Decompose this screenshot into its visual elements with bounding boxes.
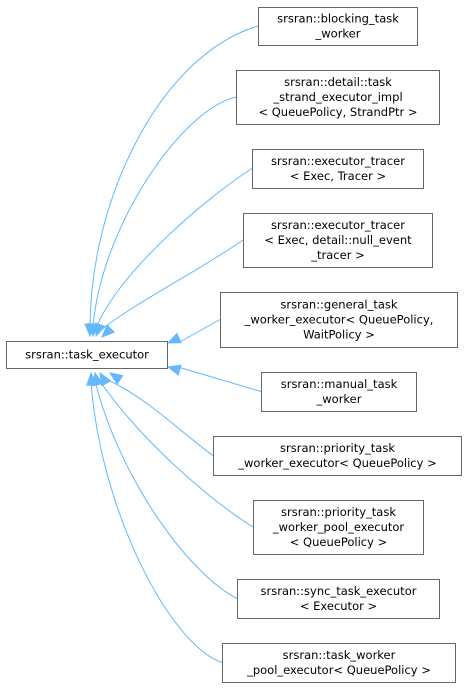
node-blocking_task_worker-label-line: srsran::blocking_task <box>277 12 399 26</box>
edge-manual_task_worker <box>177 366 262 392</box>
edge-executor_tracer_null_event <box>101 239 244 330</box>
node-general_task_worker_executor-label-line: WaitPolicy > <box>303 328 375 342</box>
edge-priority_task_worker_executor <box>109 380 214 456</box>
edge-sync_task_executor <box>94 380 238 599</box>
node-sync_task_executor[interactable]: srsran::sync_task_executor< Executor > <box>237 579 440 619</box>
node-task_executor-box <box>6 341 168 369</box>
class-nodes: srsran::task_executor srsran::blocking_ta… <box>6 7 462 683</box>
node-executor_tracer_exec_tracer[interactable]: srsran::executor_tracer< Exec, Tracer > <box>252 149 424 189</box>
node-priority_task_worker_pool_executor[interactable]: srsran::priority_task_worker_pool_execut… <box>253 500 424 555</box>
node-priority_task_worker_pool_executor-label-line: _worker_pool_executor <box>272 520 405 534</box>
node-task_worker_pool_executor-label-line: _pool_executor< QueuePolicy > <box>246 663 431 677</box>
edge-task_strand_executor_impl <box>92 96 237 329</box>
node-manual_task_worker-label-line: _worker <box>316 392 362 406</box>
node-executor_tracer_null_event-label-line: srsran::executor_tracer <box>271 218 405 232</box>
arrowhead-general_task_worker_executor <box>166 332 182 344</box>
node-sync_task_executor-label-line: srsran::sync_task_executor <box>261 584 417 598</box>
edge-blocking_task_worker <box>89 25 259 329</box>
node-task_strand_executor_impl-box <box>236 70 440 125</box>
node-executor_tracer_null_event-label-line: _tracer > <box>310 248 364 262</box>
node-priority_task_worker_pool_executor-label-line: < QueuePolicy > <box>290 535 387 549</box>
node-task_strand_executor_impl-label-line: srsran::detail::task <box>284 75 392 89</box>
node-blocking_task_worker-label-line: _worker <box>315 27 361 41</box>
node-executor_tracer_null_event[interactable]: srsran::executor_tracer< Exec, detail::n… <box>243 213 433 268</box>
node-task_worker_pool_executor[interactable]: srsran::task_worker_pool_executor< Queue… <box>222 643 456 683</box>
node-task_strand_executor_impl-label-line: _strand_executor_impl <box>272 90 402 104</box>
edge-general_task_worker_executor <box>177 319 221 344</box>
node-blocking_task_worker-box <box>258 7 418 46</box>
node-general_task_worker_executor-box <box>220 292 458 348</box>
node-sync_task_executor-label-line: < Executor > <box>300 599 377 613</box>
edge-task_worker_pool_executor <box>90 380 223 663</box>
arrowhead-executor_tracer_exec_tracer <box>94 322 106 338</box>
node-general_task_worker_executor[interactable]: srsran::general_task_worker_executor< Qu… <box>220 292 458 348</box>
node-blocking_task_worker[interactable]: srsran::blocking_task_worker <box>258 7 418 46</box>
node-task_executor-label-line: srsran::task_executor <box>25 348 149 362</box>
node-general_task_worker_executor-label-line: srsran::general_task <box>280 298 398 312</box>
node-task_strand_executor_impl-label-line: < QueuePolicy, StrandPtr > <box>258 105 417 119</box>
arrowhead-priority_task_worker_executor <box>108 372 124 385</box>
node-executor_tracer_exec_tracer-label-line: < Exec, Tracer > <box>290 169 386 183</box>
node-executor_tracer_null_event-box <box>243 213 433 268</box>
arrowhead-executor_tracer_null_event <box>101 324 115 338</box>
node-manual_task_worker-label-line: srsran::manual_task <box>281 377 398 391</box>
node-priority_task_worker_pool_executor-label-line: srsran::priority_task <box>281 505 396 519</box>
node-task_executor[interactable]: srsran::task_executor <box>6 341 168 369</box>
arrowhead-priority_task_worker_pool_executor <box>99 371 112 387</box>
edge-executor_tracer_exec_tracer <box>95 168 253 329</box>
node-priority_task_worker_executor-label-line: srsran::priority_task <box>280 441 395 455</box>
node-executor_tracer_null_event-label-line: < Exec, detail::null_event <box>264 233 412 247</box>
node-task_strand_executor_impl[interactable]: srsran::detail::task_strand_executor_imp… <box>236 70 440 125</box>
node-executor_tracer_exec_tracer-box <box>252 149 424 189</box>
inheritance-edges <box>84 25 262 663</box>
node-priority_task_worker_executor-box <box>213 436 462 476</box>
node-task_worker_pool_executor-box <box>222 643 456 683</box>
node-sync_task_executor-box <box>237 579 440 619</box>
edge-priority_task_worker_pool_executor <box>99 380 254 528</box>
node-priority_task_worker_executor-label-line: _worker_executor< QueuePolicy > <box>237 456 436 470</box>
node-priority_task_worker_pool_executor-box <box>253 500 424 555</box>
node-executor_tracer_exec_tracer-label-line: srsran::executor_tracer <box>271 154 405 168</box>
node-task_worker_pool_executor-label-line: srsran::task_worker <box>283 648 396 662</box>
node-manual_task_worker[interactable]: srsran::manual_task_worker <box>261 372 417 412</box>
node-priority_task_worker_executor[interactable]: srsran::priority_task_worker_executor< Q… <box>213 436 462 476</box>
node-manual_task_worker-box <box>261 372 417 412</box>
node-general_task_worker_executor-label-line: _worker_executor< QueuePolicy, <box>244 313 434 327</box>
arrowhead-manual_task_worker <box>166 364 182 376</box>
arrowhead-task_worker_pool_executor <box>86 371 98 386</box>
